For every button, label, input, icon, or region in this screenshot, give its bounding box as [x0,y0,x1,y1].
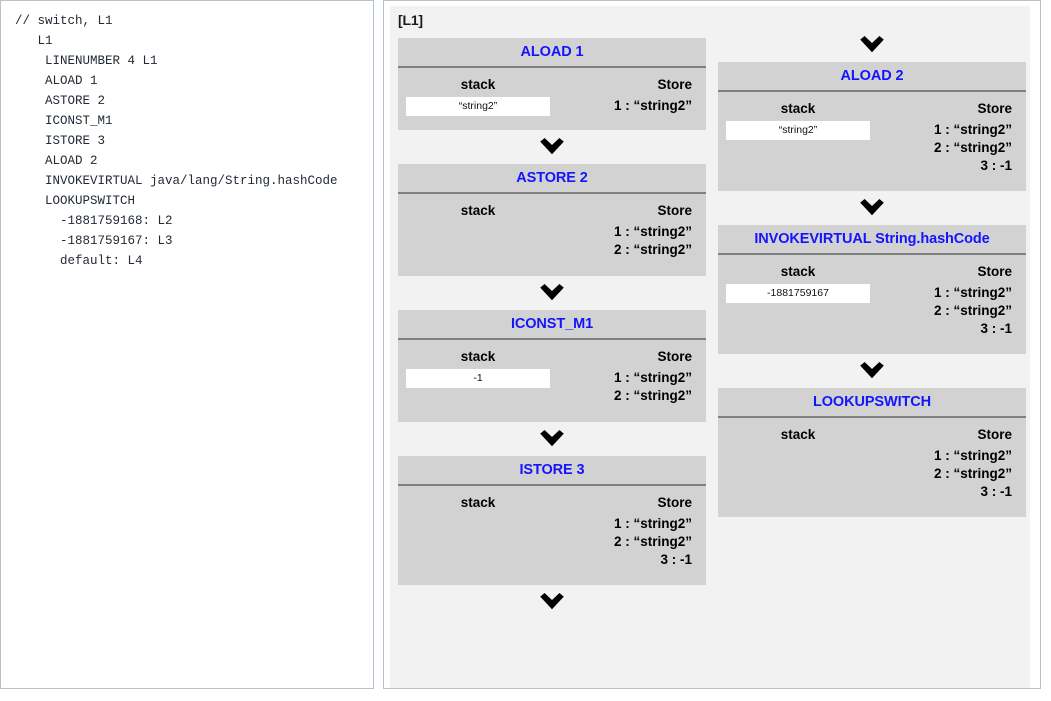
instruction-card[interactable]: ALOAD 1 stack “string2” Store 1 : “string2” [398,38,706,130]
stack-header: stack [780,101,816,116]
bytecode-line: ALOAD 1 [15,74,98,88]
bytecode-line: INVOKEVIRTUAL java/lang/String.hashCode [15,174,338,188]
bytecode-line: ASTORE 2 [15,94,106,108]
chevron-down-icon [718,191,1026,225]
stack-column: stack -1 [404,348,552,388]
store-entry: 1 : “string2” [613,370,692,385]
instruction-card-title: ALOAD 2 [718,62,1026,92]
stack-slot: -1881759167 [726,284,870,303]
store-column: Store 1 : “string2” 2 : “string2” [552,202,700,259]
instruction-card[interactable]: ISTORE 3 stack Store 1 : “string2” 2 : “stri… [398,456,706,585]
instruction-card-body: stack -1881759167 Store 1 : “string2” 2 : “s… [718,255,1026,354]
instruction-card[interactable]: LOOKUPSWITCH stack Store 1 : “string2” 2 : “… [718,388,1026,517]
stack-column: stack [724,426,872,447]
store-entry: 1 : “string2” [613,98,692,113]
stack-header: stack [780,264,816,279]
instruction-card[interactable]: ALOAD 2 stack “string2” Store 1 : “string2” 2… [718,62,1026,191]
instruction-card-title: INVOKEVIRTUAL String.hashCode [718,225,1026,255]
store-header: Store [657,349,692,364]
store-entry: 2 : “string2” [933,466,1012,481]
store-entry: 1 : “string2” [613,516,692,531]
store-entry: 2 : “string2” [933,303,1012,318]
chevron-down-icon [398,422,706,456]
stack-header: stack [460,77,496,92]
store-column: Store 1 : “string2” 2 : “string2” [552,348,700,405]
store-header: Store [657,77,692,92]
bytecode-line: -1881759168: L2 [15,214,173,228]
chevron-down-icon [718,28,1026,62]
bytecode-line: LOOKUPSWITCH [15,194,136,208]
block-label: [L1] [398,12,423,28]
instruction-card-body: stack Store 1 : “string2” 2 : “string2” 3 : … [398,486,706,585]
store-entry: 1 : “string2” [613,224,692,239]
instruction-column-right: ALOAD 2 stack “string2” Store 1 : “string2” 2… [718,28,1026,517]
store-column: Store 1 : “string2” 2 : “string2” 3 : -1 [552,494,700,569]
instruction-card-title: ALOAD 1 [398,38,706,68]
stack-column: stack [404,494,552,515]
visualization-canvas: [L1] ALOAD 1 stack “string2” Store 1 : “stri… [390,6,1030,688]
store-entry: 3 : -1 [980,321,1012,336]
store-entry: 2 : “string2” [613,242,692,257]
chevron-down-icon [398,276,706,310]
execution-visualization-panel: [L1] ALOAD 1 stack “string2” Store 1 : “stri… [383,0,1041,689]
store-entry: 2 : “string2” [933,140,1012,155]
bytecode-line: ICONST_M1 [15,114,113,128]
bytecode-line: ALOAD 2 [15,154,98,168]
store-column: Store 1 : “string2” [552,76,700,115]
bytecode-line: L1 [15,34,53,48]
instruction-card-title: LOOKUPSWITCH [718,388,1026,418]
chevron-down-icon [398,585,706,619]
instruction-card[interactable]: INVOKEVIRTUAL String.hashCode stack -18817… [718,225,1026,354]
store-entry: 1 : “string2” [933,285,1012,300]
panel-divider-gap [374,0,383,701]
store-entry: 3 : -1 [980,484,1012,499]
store-entry: 3 : -1 [660,552,692,567]
bytecode-line-list: // switch, L1 L1 LINENUMBER 4 L1 ALOAD 1… [15,11,373,271]
stack-header: stack [460,495,496,510]
stack-slot: “string2” [726,121,870,140]
bytecode-line: -1881759167: L3 [15,234,173,248]
instruction-card-title: ISTORE 3 [398,456,706,486]
instruction-card-body: stack “string2” Store 1 : “string2” [398,68,706,130]
instruction-card[interactable]: ASTORE 2 stack Store 1 : “string2” 2 : “stri… [398,164,706,276]
instruction-card-title: ICONST_M1 [398,310,706,340]
instruction-card-body: stack -1 Store 1 : “string2” 2 : “string2” [398,340,706,422]
stack-header: stack [780,427,816,442]
stack-column: stack [404,202,552,223]
store-entry: 2 : “string2” [613,388,692,403]
stack-header: stack [460,203,496,218]
bytecode-line: ISTORE 3 [15,134,106,148]
store-entry: 1 : “string2” [933,448,1012,463]
instruction-card-title: ASTORE 2 [398,164,706,194]
instruction-card-body: stack “string2” Store 1 : “string2” 2 : “str… [718,92,1026,191]
store-header: Store [977,427,1012,442]
store-column: Store 1 : “string2” 2 : “string2” 3 : -1 [872,263,1020,338]
stack-column: stack “string2” [404,76,552,116]
store-header: Store [657,495,692,510]
store-entry: 2 : “string2” [613,534,692,549]
store-entry: 3 : -1 [980,158,1012,173]
instruction-card-body: stack Store 1 : “string2” 2 : “string2” 3 : … [718,418,1026,517]
store-entry: 1 : “string2” [933,122,1012,137]
stack-slot: -1 [406,369,550,388]
chevron-down-icon [718,354,1026,388]
stack-column: stack “string2” [724,100,872,140]
stack-slot: “string2” [406,97,550,116]
stack-header: stack [460,349,496,364]
bytecode-line: default: L4 [15,254,143,268]
stack-column: stack -1881759167 [724,263,872,303]
bytecode-source-panel: // switch, L1 L1 LINENUMBER 4 L1 ALOAD 1… [0,0,374,689]
bytecode-line: // switch, L1 [15,14,113,28]
store-column: Store 1 : “string2” 2 : “string2” 3 : -1 [872,100,1020,175]
chevron-down-icon [398,130,706,164]
store-header: Store [977,264,1012,279]
bytecode-line: LINENUMBER 4 L1 [15,54,158,68]
store-header: Store [657,203,692,218]
store-column: Store 1 : “string2” 2 : “string2” 3 : -1 [872,426,1020,501]
instruction-card-body: stack Store 1 : “string2” 2 : “string2” [398,194,706,276]
store-header: Store [977,101,1012,116]
